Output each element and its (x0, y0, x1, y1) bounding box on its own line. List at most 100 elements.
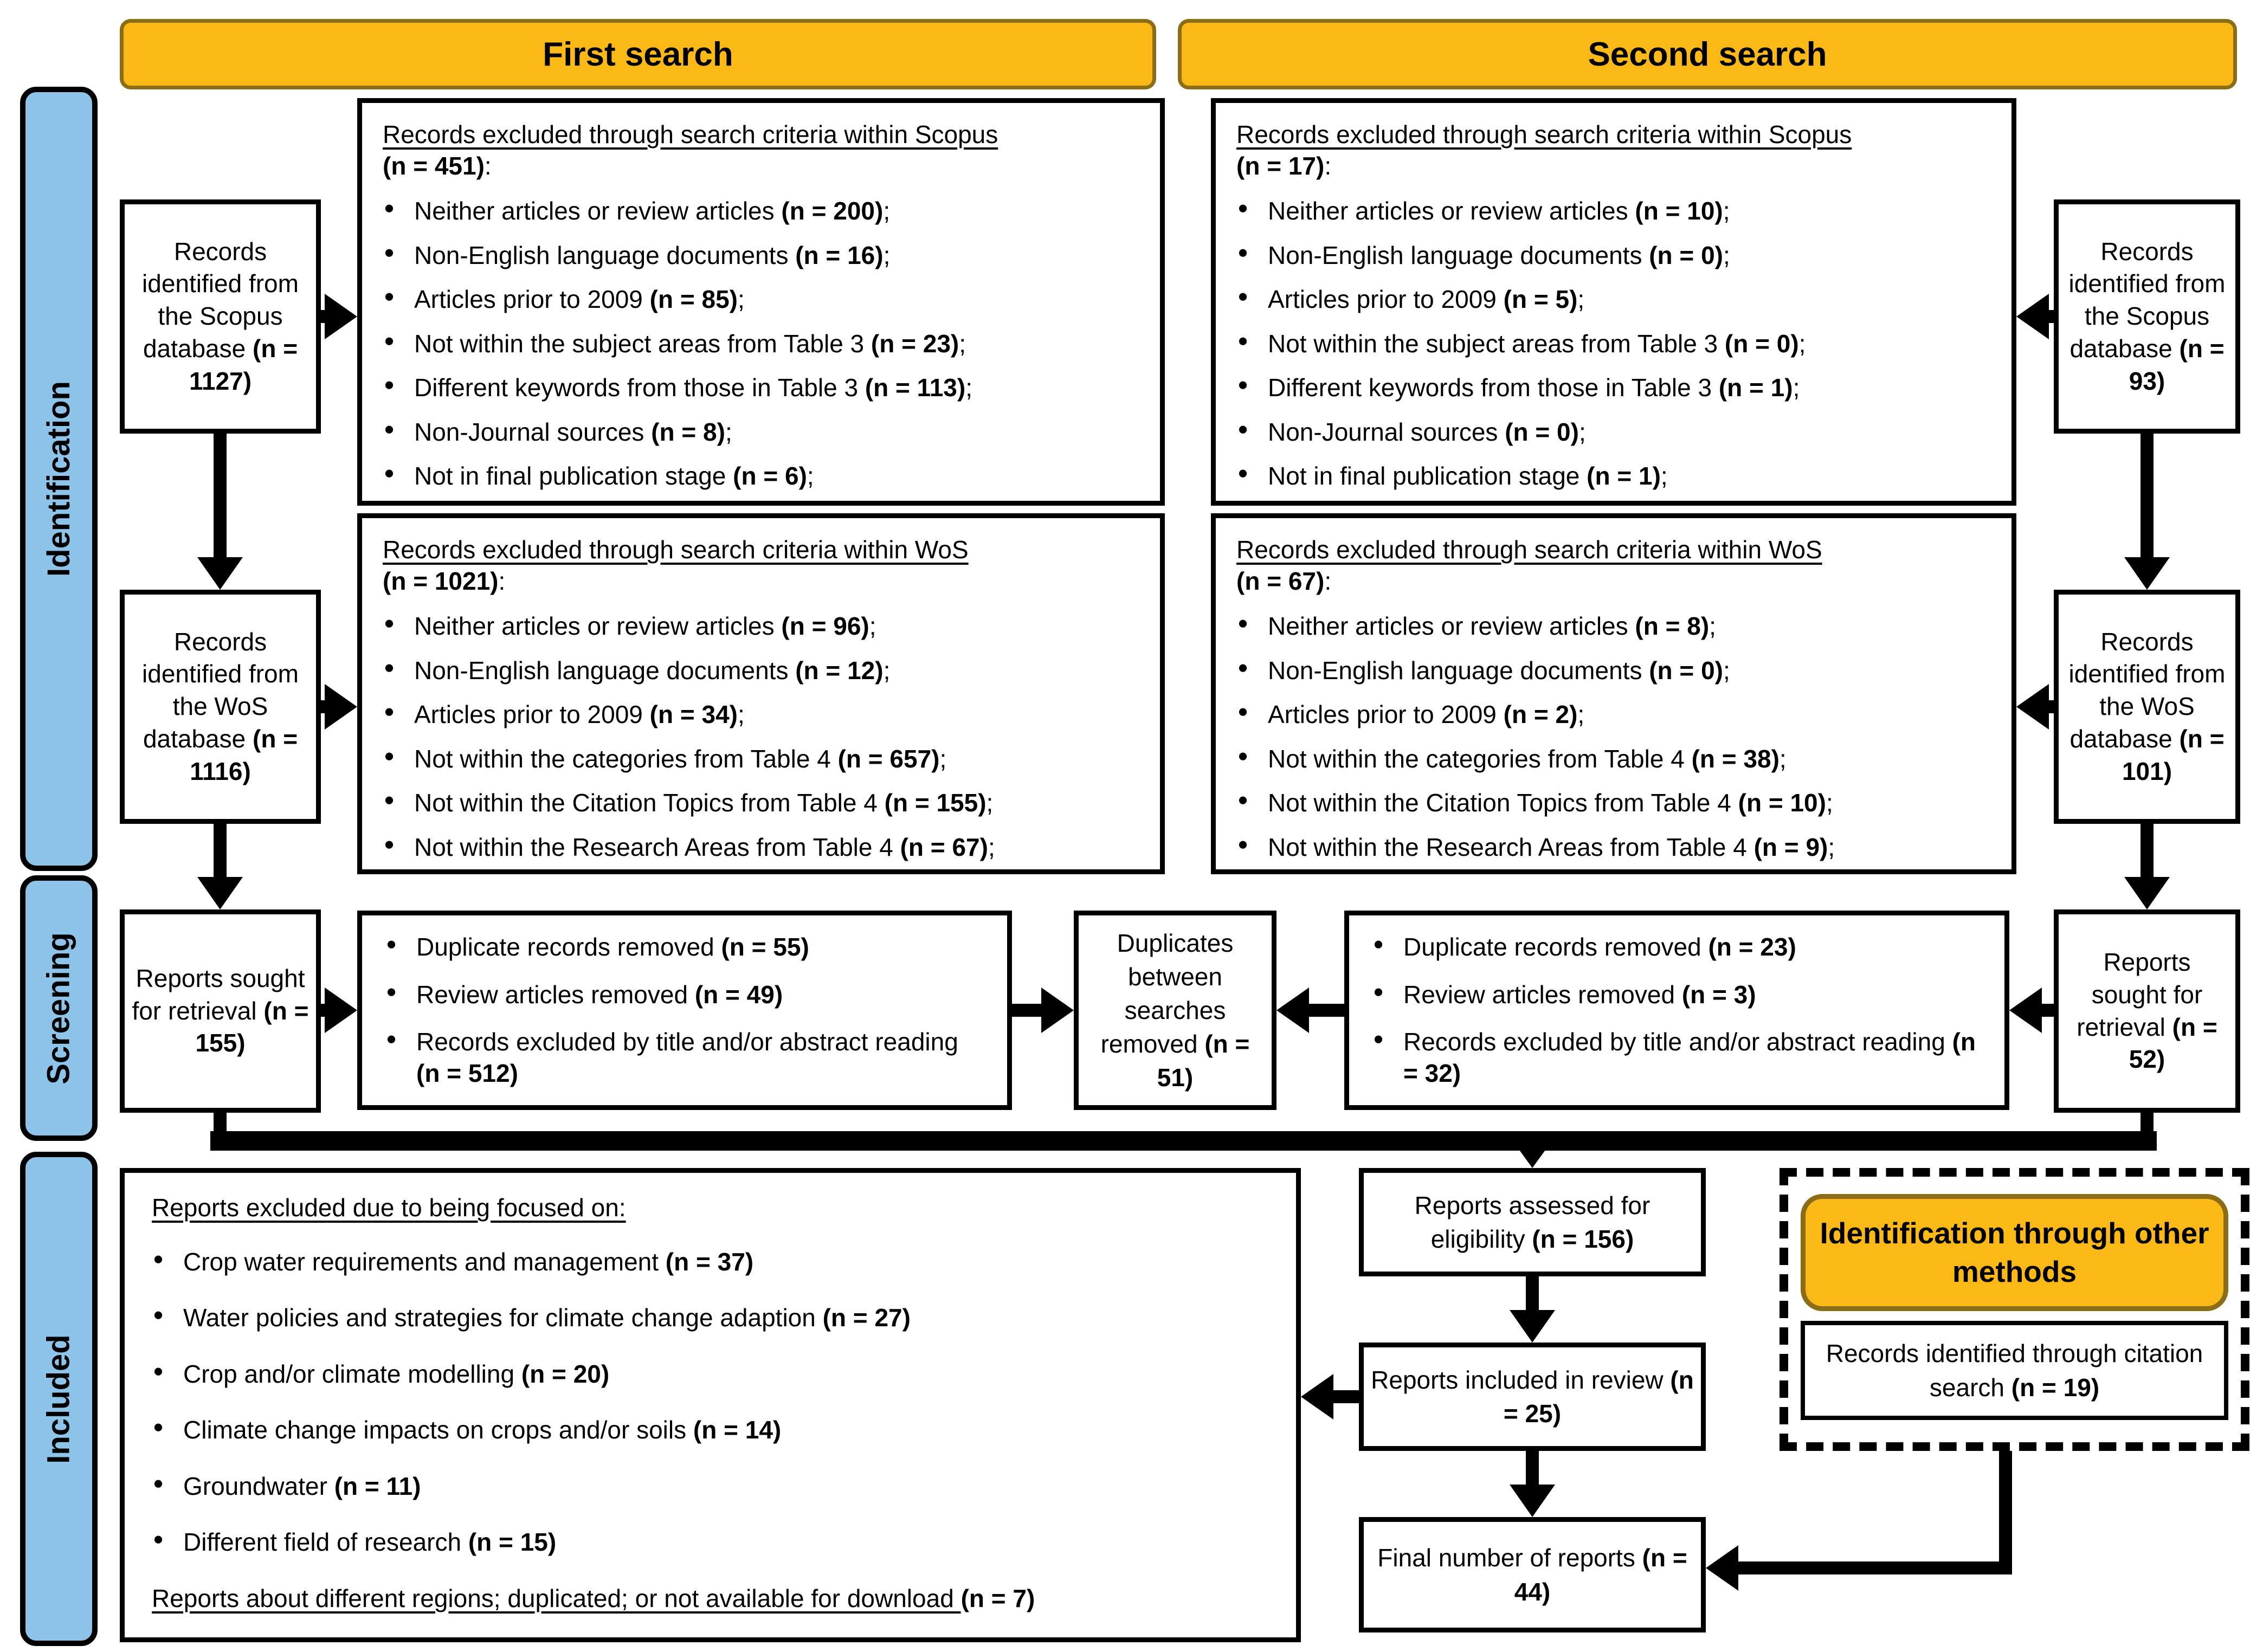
bullet-item: Non-Journal sources (n = 0); (1236, 417, 1991, 448)
reports-assessed-count: (n = 156) (1532, 1225, 1634, 1253)
phase-label-identification: Identification (41, 381, 77, 577)
bullet-item: Neither articles or review articles (n =… (1236, 196, 1991, 227)
excluded-wos-second-bullets: Neither articles or review articles (n =… (1236, 611, 1991, 863)
bullet-item: Articles prior to 2009 (n = 85); (383, 284, 1139, 315)
arrow-sought-first-to-screening-first (321, 988, 357, 1033)
duplicates-between-searches-box: Duplicates between searches removed (n =… (1074, 911, 1276, 1110)
bullet-item: Groundwater (n = 11) (152, 1471, 1269, 1502)
excluded-scopus-first-heading: Records excluded through search criteria… (383, 120, 998, 180)
other-methods-banner-label: Identification through other methods (1820, 1216, 2209, 1289)
bullet-item: Not within the Citation Topics from Tabl… (383, 788, 1139, 819)
final-reports-count: (n = 44) (1514, 1544, 1687, 1606)
bullet-item: Not within the subject areas from Table … (383, 328, 1139, 360)
bullet-item: Non-English language documents (n = 12); (383, 655, 1139, 687)
bullet-item: Neither articles or review articles (n =… (383, 611, 1139, 642)
bullet-item: Different keywords from those in Table 3… (1236, 372, 1991, 404)
reports-included-label: Reports included in review (1371, 1365, 1671, 1394)
excluded-wos-first-bullets: Neither articles or review articles (n =… (383, 611, 1139, 863)
reports-sought-second-count: (n = 52) (2129, 1012, 2217, 1074)
records-scopus-second-label: Records identified from the Scopus datab… (2068, 237, 2226, 363)
arrow-scopus-first-to-exclusions (321, 294, 357, 339)
citation-search-label: Records identified through citation sear… (1826, 1339, 2203, 1402)
records-wos-second-text: Records identified from the WoS database… (2064, 626, 2230, 788)
bullet-item: Not within the categories from Table 4 (… (383, 744, 1139, 775)
bullet-item: Not within the Citation Topics from Tabl… (1236, 788, 1991, 819)
excluded-scopus-second-count: (n = 17) (1236, 151, 1325, 180)
reports-sought-first-box: Reports sought for retrieval (n = 155) (120, 909, 321, 1113)
reports-excluded-focus-box: Reports excluded due to being focused on… (120, 1168, 1301, 1642)
records-wos-second-box: Records identified from the WoS database… (2054, 590, 2240, 824)
reports-assessed-label: Reports assessed for eligibility (1414, 1191, 1650, 1253)
reports-sought-second-label: Reports sought for retrieval (2077, 947, 2203, 1041)
second-search-banner-label: Second search (1588, 35, 1827, 73)
bullet-item: Duplicate records removed (n = 55) (385, 932, 984, 963)
reports-excluded-footer-label: Reports about different regions; duplica… (152, 1584, 961, 1612)
arrow-included-to-final (1510, 1451, 1555, 1517)
bullet-item: Duplicate records removed (n = 23) (1372, 932, 1982, 963)
arrow-wos-first-to-sought-first (197, 824, 243, 909)
bullet-item: Articles prior to 2009 (n = 5); (1236, 284, 1991, 315)
excluded-wos-second-count: (n = 67) (1236, 566, 1325, 595)
reports-included-text: Reports included in review (n = 25) (1370, 1363, 1694, 1430)
phase-tab-identification: Identification (20, 87, 98, 871)
excluded-scopus-second-box: Records excluded through search criteria… (1211, 98, 2016, 506)
excluded-wos-second-heading: Records excluded through search criteria… (1236, 535, 1822, 595)
records-scopus-first-label: Records identified from the Scopus datab… (142, 237, 299, 363)
excluded-wos-second-title: Records excluded through search criteria… (1236, 535, 1822, 564)
bullet-item: Articles prior to 2009 (n = 2); (1236, 699, 1991, 731)
bullet-item: Non-English language documents (n = 16); (383, 240, 1139, 272)
arrow-screening-first-to-duplicates (1012, 988, 1074, 1033)
reports-excluded-footer-count: (n = 7) (960, 1584, 1035, 1612)
excluded-scopus-first-count: (n = 451) (383, 151, 485, 180)
arrow-wos-first-to-exclusions (321, 684, 357, 730)
duplicates-between-searches-count: (n = 51) (1157, 1030, 1250, 1092)
excluded-wos-second-box: Records excluded through search criteria… (1211, 513, 2016, 874)
bullet-item: Water policies and strategies for climat… (152, 1302, 1269, 1334)
citation-search-count: (n = 19) (2011, 1373, 2100, 1402)
bullet-item: Non-Journal sources (n = 8); (383, 417, 1139, 448)
records-scopus-second-text: Records identified from the Scopus datab… (2064, 236, 2230, 398)
second-search-banner: Second search (1178, 19, 2237, 89)
duplicates-between-searches-label: Duplicates between searches removed (1100, 928, 1234, 1059)
bullet-item: Not in final publication stage (n = 6); (383, 461, 1139, 492)
excluded-scopus-first-bullets: Neither articles or review articles (n =… (383, 196, 1139, 492)
bullet-item: Not within the Research Areas from Table… (1236, 832, 1991, 863)
duplicates-between-searches-text: Duplicates between searches removed (n =… (1085, 926, 1265, 1094)
records-wos-first-box: Records identified from the WoS database… (120, 590, 321, 824)
first-search-banner-label: First search (543, 35, 733, 73)
records-wos-second-label: Records identified from the WoS database (2068, 627, 2226, 753)
citation-search-box: Records identified through citation sear… (1801, 1321, 2228, 1420)
excluded-wos-first-count: (n = 1021) (383, 566, 499, 595)
first-search-banner: First search (120, 19, 1156, 89)
reports-sought-first-label: Reports sought for retrieval (132, 964, 305, 1025)
bullet-item: Neither articles or review articles (n =… (1236, 611, 1991, 642)
phase-tab-included: Included (20, 1152, 98, 1646)
bullet-item: Not in final publication stage (n = 1); (1236, 461, 1991, 492)
final-reports-label: Final number of reports (1377, 1544, 1642, 1572)
reports-sought-second-box: Reports sought for retrieval (n = 52) (2054, 909, 2240, 1113)
excluded-wos-first-title: Records excluded through search criteria… (383, 535, 969, 564)
records-scopus-first-count: (n = 1127) (189, 334, 298, 395)
arrow-scopus-second-to-wos-second (2124, 434, 2170, 590)
bullet-item: Non-English language documents (n = 0); (1236, 240, 1991, 272)
reports-sought-first-text: Reports sought for retrieval (n = 155) (130, 963, 311, 1060)
arrow-wos-second-to-exclusions (2016, 684, 2054, 730)
bullet-item: Records excluded by title and/or abstrac… (385, 1027, 984, 1089)
phase-label-screening: Screening (41, 932, 76, 1085)
reports-excluded-focus-bullets: Crop water requirements and management (… (152, 1247, 1269, 1558)
excluded-scopus-second-bullets: Neither articles or review articles (n =… (1236, 196, 1991, 492)
arrow-screening-second-to-duplicates (1276, 988, 1344, 1033)
excluded-scopus-second-title: Records excluded through search criteria… (1236, 120, 1852, 149)
bullet-item: Articles prior to 2009 (n = 34); (383, 699, 1139, 731)
excluded-scopus-first-box: Records excluded through search criteria… (357, 98, 1165, 506)
arrow-scopus-second-to-exclusions (2016, 294, 2054, 339)
arrow-scopus-first-to-wos-first (197, 434, 243, 590)
records-wos-first-text: Records identified from the WoS database… (130, 626, 311, 788)
bullet-item: Crop and/or climate modelling (n = 20) (152, 1359, 1269, 1390)
records-scopus-first-text: Records identified from the Scopus datab… (130, 236, 311, 398)
arrow-included-to-excluded-focus (1301, 1374, 1359, 1419)
bullet-item: Not within the subject areas from Table … (1236, 328, 1991, 360)
arrow-wos-second-to-sought-second (2124, 824, 2170, 909)
bullet-item: Not within the categories from Table 4 (… (1236, 744, 1991, 775)
